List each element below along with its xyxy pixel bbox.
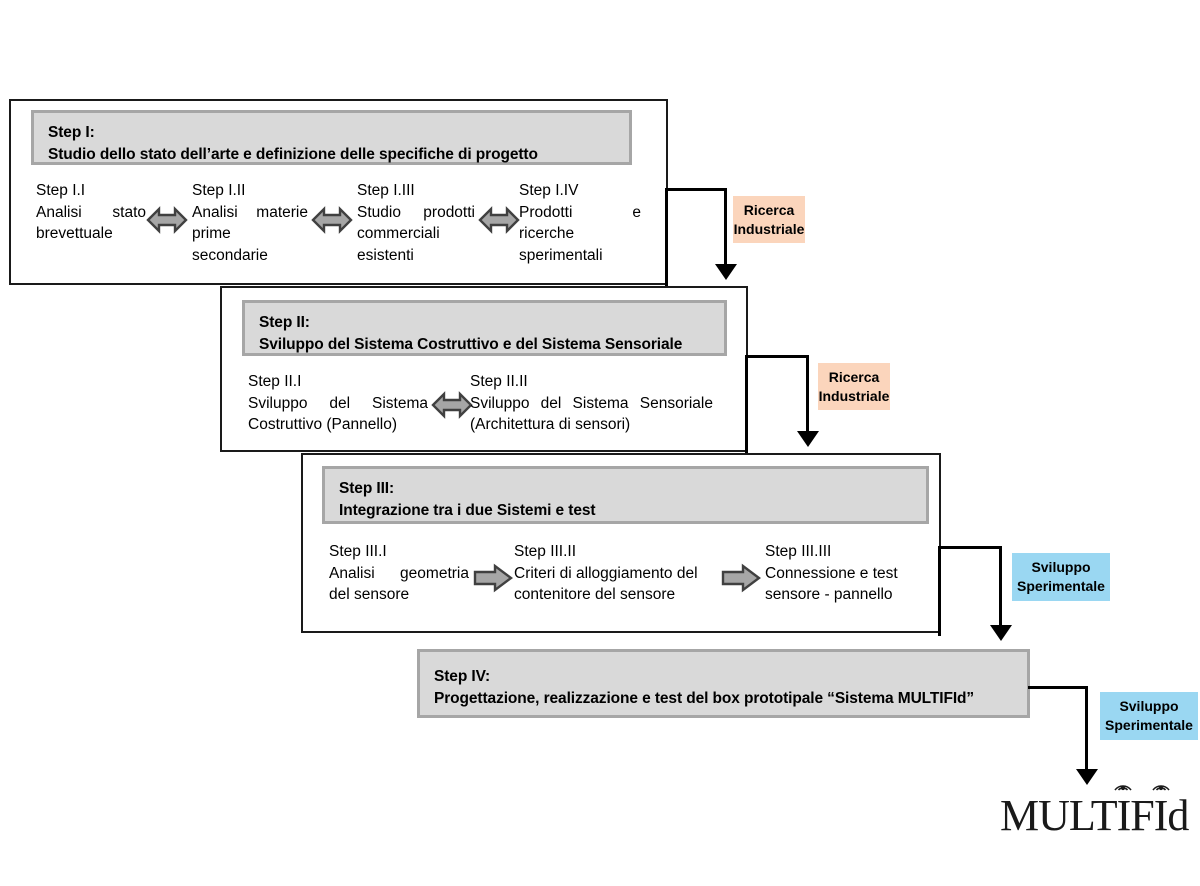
step-1-connector-1 bbox=[146, 205, 188, 240]
step-4-header-line2: Progettazione, realizzazione e test del … bbox=[434, 690, 975, 707]
step-1-header: Step I: Studio dello stato dell’arte e d… bbox=[31, 110, 632, 165]
connector-3-vertical-left bbox=[938, 546, 941, 636]
badge-ricerca-industriale-2: Ricerca Industriale bbox=[818, 363, 890, 410]
connector-3-horizontal bbox=[938, 546, 1002, 549]
connector-1-horizontal bbox=[665, 188, 727, 191]
step-1-substep-2-title: Step I.II bbox=[192, 182, 246, 199]
badge-2-line2: Industriale bbox=[818, 388, 890, 405]
logo-antenna-letter-2: I bbox=[1153, 791, 1169, 840]
step-1-substep-3-title: Step I.III bbox=[357, 182, 415, 199]
badge-2-line1: Ricerca bbox=[828, 369, 880, 385]
logo-antenna-letter-1: I bbox=[1116, 791, 1132, 840]
connector-2-vertical-right bbox=[806, 355, 809, 431]
step-1-substep-1-title: Step I.I bbox=[36, 182, 86, 199]
step-2-header-line1: Step II: bbox=[259, 314, 310, 331]
step-3-substep-3: Step III.III Connessione e test sensore … bbox=[765, 541, 925, 606]
step-1-substep-2: Step I.II Analisi materie prime secondar… bbox=[192, 180, 308, 267]
step-3-substep-1-body: Analisi geometria del sensore bbox=[329, 564, 469, 604]
step-2-substep-2-title: Step II.II bbox=[470, 373, 528, 390]
badge-3-line1: Sviluppo bbox=[1031, 559, 1091, 575]
connector-4-vertical bbox=[1085, 686, 1088, 771]
step-3-substep-2: Step III.II Criteri di alloggiamento del… bbox=[514, 541, 742, 606]
connector-2-horizontal bbox=[745, 355, 809, 358]
step-1-substep-3: Step I.III Studio prodotti commerciali e… bbox=[357, 180, 475, 267]
step-3-substep-2-body: Criteri di alloggiamento del contenitore… bbox=[514, 564, 698, 604]
step-4-header: Step IV: Progettazione, realizzazione e … bbox=[417, 649, 1030, 718]
badge-sviluppo-sperimentale-1: Sviluppo Sperimentale bbox=[1012, 553, 1110, 601]
connector-2-vertical-left bbox=[745, 355, 748, 455]
step-2-header: Step II: Sviluppo del Sistema Costruttiv… bbox=[242, 300, 727, 356]
badge-4-line2: Sperimentale bbox=[1105, 717, 1193, 734]
step-1-substep-2-body: Analisi materie prime secondarie bbox=[192, 203, 308, 265]
step-2-header-line2: Sviluppo del Sistema Costruttivo e del S… bbox=[259, 336, 683, 353]
step-1-connector-2 bbox=[311, 205, 353, 240]
step-1-connector-3 bbox=[478, 205, 520, 240]
badge-3-line2: Sperimentale bbox=[1017, 578, 1105, 595]
step-3-substep-2-title: Step III.II bbox=[514, 543, 577, 560]
badge-sviluppo-sperimentale-2: Sviluppo Sperimentale bbox=[1100, 692, 1198, 740]
step-2-substep-2-body: Sviluppo del Sistema Sensoriale (Archite… bbox=[470, 394, 713, 434]
connector-1-vertical-left bbox=[665, 188, 668, 288]
antenna-icon-1 bbox=[1114, 785, 1133, 791]
logo-part1: MULT bbox=[1000, 791, 1118, 840]
step-3-header-line2: Integrazione tra i due Sistemi e test bbox=[339, 502, 596, 519]
connector-1-vertical-right bbox=[724, 188, 727, 264]
step-1-substep-4-body: Prodotti e ricerche sperimentali bbox=[519, 203, 641, 265]
connector-3-vertical-right bbox=[999, 546, 1002, 625]
step-3-substep-1: Step III.I Analisi geometria del sensore bbox=[329, 541, 469, 606]
step-3-header-line1: Step III: bbox=[339, 480, 395, 497]
step-1-header-line2: Studio dello stato dell’arte e definizio… bbox=[48, 146, 538, 163]
badge-ricerca-industriale-1: Ricerca Industriale bbox=[733, 196, 805, 243]
badge-4-line1: Sviluppo bbox=[1119, 698, 1179, 714]
step-3-connector-2 bbox=[721, 563, 761, 598]
step-1-substep-4: Step I.IV Prodotti e ricerche sperimenta… bbox=[519, 180, 641, 267]
step-2-substep-1: Step II.I Sviluppo del Sistema Costrutti… bbox=[248, 371, 428, 436]
step-1-substep-1: Step I.I Analisi stato brevettuale bbox=[36, 180, 146, 245]
logo-part2: F bbox=[1130, 791, 1155, 840]
step-3-connector-1 bbox=[473, 563, 513, 598]
logo-antenna-letter-2-wrap: I bbox=[1151, 785, 1170, 841]
step-4-header-line1: Step IV: bbox=[434, 668, 491, 685]
step-1-substep-1-body: Analisi stato brevettuale bbox=[36, 203, 146, 243]
step-2-substep-2: Step II.II Sviluppo del Sistema Sensoria… bbox=[470, 371, 713, 436]
step-3-substep-3-title: Step III.III bbox=[765, 543, 832, 560]
step-1-substep-4-title: Step I.IV bbox=[519, 182, 579, 199]
step-2-substep-1-body: Sviluppo del Sistema Costruttivo (Pannel… bbox=[248, 394, 428, 434]
connector-4-horizontal bbox=[1028, 686, 1086, 689]
step-3-substep-1-title: Step III.I bbox=[329, 543, 387, 560]
step-1-header-line1: Step I: bbox=[48, 124, 95, 141]
connector-2-arrowhead bbox=[797, 431, 819, 447]
connector-3-arrowhead bbox=[990, 625, 1012, 641]
step-3-header: Step III: Integrazione tra i due Sistemi… bbox=[322, 466, 929, 524]
step-2-substep-1-title: Step II.I bbox=[248, 373, 302, 390]
logo-antenna-letter-1-wrap: I bbox=[1114, 785, 1133, 841]
step-2-connector-1 bbox=[431, 390, 473, 425]
badge-1-line2: Industriale bbox=[733, 221, 805, 238]
connector-4-arrowhead bbox=[1076, 769, 1098, 785]
badge-1-line1: Ricerca bbox=[743, 202, 795, 218]
antenna-icon-2 bbox=[1151, 785, 1170, 791]
connector-1-arrowhead bbox=[715, 264, 737, 280]
logo-part3: d bbox=[1167, 791, 1189, 840]
step-1-substep-3-body: Studio prodotti commerciali esistenti bbox=[357, 203, 475, 265]
step-3-substep-3-body: Connessione e test sensore - pannello bbox=[765, 564, 898, 604]
